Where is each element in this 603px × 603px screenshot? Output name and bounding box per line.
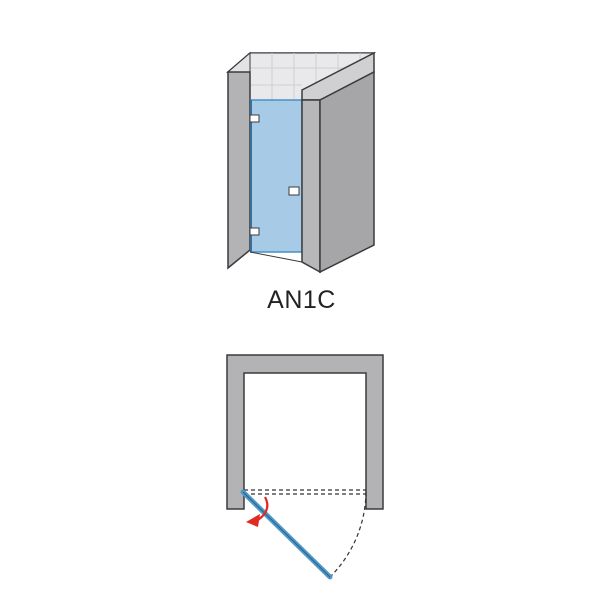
arrow-head-icon bbox=[246, 514, 260, 527]
open-glass-door-edge bbox=[242, 491, 331, 578]
plan-view bbox=[226, 354, 384, 580]
bottom-hinge bbox=[249, 227, 260, 236]
model-code-label: AN1C bbox=[267, 286, 336, 314]
floor-line bbox=[249, 251, 303, 263]
top-hinge bbox=[249, 114, 260, 123]
opening-direction-arrow bbox=[257, 496, 269, 521]
door-handle bbox=[288, 186, 300, 196]
right-wall-front bbox=[301, 99, 321, 274]
left-wall-front bbox=[227, 71, 251, 270]
right-wall-side bbox=[319, 70, 375, 274]
perspective-view bbox=[225, 51, 377, 274]
plan-walls bbox=[226, 354, 384, 510]
door-swing-arc bbox=[329, 491, 367, 578]
